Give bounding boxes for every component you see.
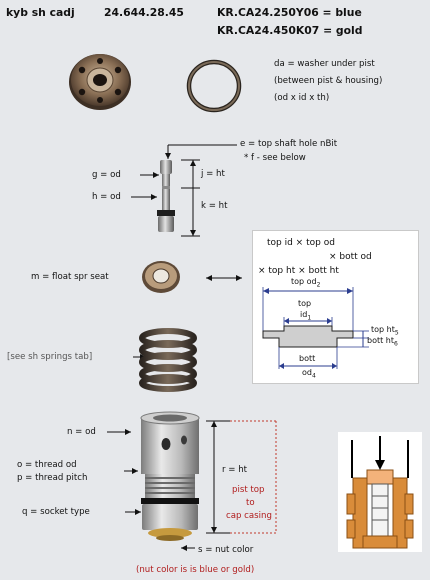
pist-top-label-1: pist top — [232, 485, 265, 495]
r-ht-label: r = ht — [222, 465, 248, 475]
seat-dimension-panel: top id × top od × bott od × top ht × bot… — [252, 230, 419, 384]
thread-pitch-label: p = thread pitch — [17, 473, 88, 483]
h-od-label: h = od — [92, 192, 121, 202]
pist-top-label-3: cap casing — [226, 511, 272, 521]
washer-label: da = washer under pist — [274, 59, 375, 69]
top-id-label-line-1: top — [298, 299, 312, 308]
shaft-image — [157, 160, 175, 232]
float-spring-seat-label: m = float spr seat — [31, 272, 109, 282]
formula-line-2: × bott od — [329, 252, 372, 262]
j-ht-label: j = ht — [201, 169, 225, 179]
page-title: kyb sh cadj — [6, 6, 75, 19]
top-shaft-hole-label: e = top shaft hole nBit — [240, 139, 338, 149]
spring-image — [139, 328, 197, 392]
bott-od-label-line-1: bott — [299, 354, 316, 363]
pist-top-label-2: to — [246, 498, 255, 508]
see-springs-tab-link[interactable]: [see sh springs tab] — [7, 352, 93, 362]
k-ht-label: k = ht — [201, 201, 228, 211]
g-od-label: g = od — [92, 170, 121, 180]
pist-top-dashed-outline — [230, 420, 277, 534]
spring-seat-image — [142, 261, 180, 293]
housing-image — [140, 411, 200, 541]
washer-position-note: (between pist & housing) — [274, 76, 383, 86]
variant-gold: KR.CA24.450K07 = gold — [217, 24, 363, 37]
part-number: 24.644.28.45 — [104, 6, 184, 19]
shaft-dimension-lines — [107, 144, 242, 549]
thread-od-label: o = thread od — [17, 460, 77, 470]
variant-blue: KR.CA24.250Y06 = blue — [217, 6, 362, 19]
n-od-label: n = od — [67, 427, 96, 437]
top-id-label-line-2: id1 — [300, 310, 312, 322]
washer-image — [186, 59, 242, 113]
top-ht-label: top ht5 — [371, 325, 399, 337]
formula-line-3: × top ht × bott ht — [258, 266, 339, 276]
nut-color-note: (nut color is is blue or gold) — [136, 565, 255, 575]
nut-color-label: s = nut color — [198, 545, 254, 555]
f-note-label: * f - see below — [244, 153, 306, 163]
washer-dimension-note: (od x id x th) — [274, 93, 330, 103]
seat-cross-section-diagram — [262, 287, 369, 369]
formula-line-1: top id × top od — [267, 238, 335, 248]
bott-ht-label: bott ht6 — [367, 336, 398, 348]
piston-image — [69, 54, 131, 110]
socket-type-label: q = socket type — [22, 507, 90, 517]
bott-od-label-line-2: od4 — [302, 368, 316, 380]
cutaway-diagram — [338, 432, 422, 552]
top-od-label: top od2 — [291, 277, 321, 289]
